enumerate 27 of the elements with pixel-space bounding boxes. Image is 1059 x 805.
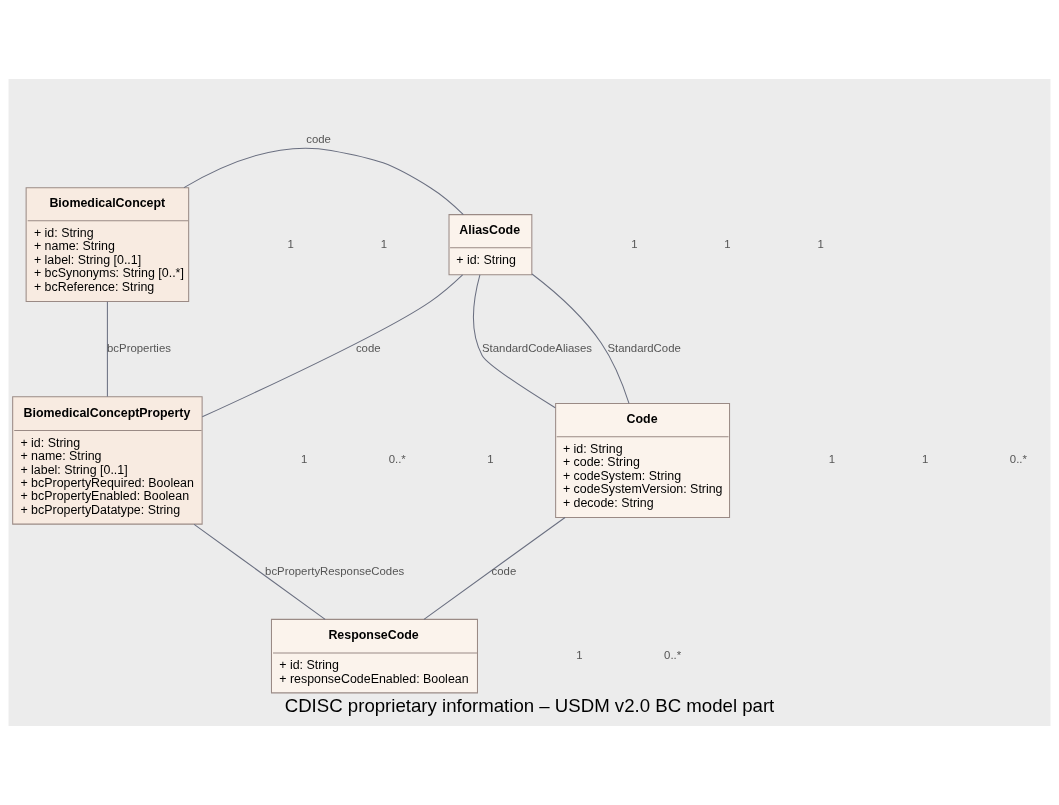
edge-label: StandardCodeAliases	[481, 342, 593, 355]
connector	[183, 147, 464, 216]
connector	[201, 274, 464, 418]
connector	[106, 301, 108, 397]
label: 1	[487, 453, 494, 466]
label: 1	[380, 237, 387, 250]
label: 1	[922, 453, 929, 466]
caption: CDISC proprietary information – USDM v2.0 BC model part	[284, 694, 775, 716]
connector	[473, 274, 556, 409]
label: 1	[724, 237, 731, 250]
edge-label: code	[355, 342, 381, 355]
label: 1	[287, 237, 294, 250]
edge-label: bcPropertyResponseCodes	[265, 564, 405, 577]
label: 1	[817, 237, 824, 250]
connector	[531, 273, 630, 404]
connector	[423, 517, 566, 620]
edge-label: code	[491, 564, 517, 577]
label: 1	[631, 237, 638, 250]
edge-label: StandardCode	[607, 342, 681, 355]
label: 0..*	[388, 453, 406, 466]
label: 1	[828, 453, 836, 466]
connector	[193, 523, 326, 620]
label: 0..*	[1009, 453, 1027, 466]
label: 1	[576, 649, 583, 662]
edge-label: code	[306, 132, 331, 145]
label: 0..*	[664, 649, 682, 662]
label: 1	[300, 453, 308, 466]
